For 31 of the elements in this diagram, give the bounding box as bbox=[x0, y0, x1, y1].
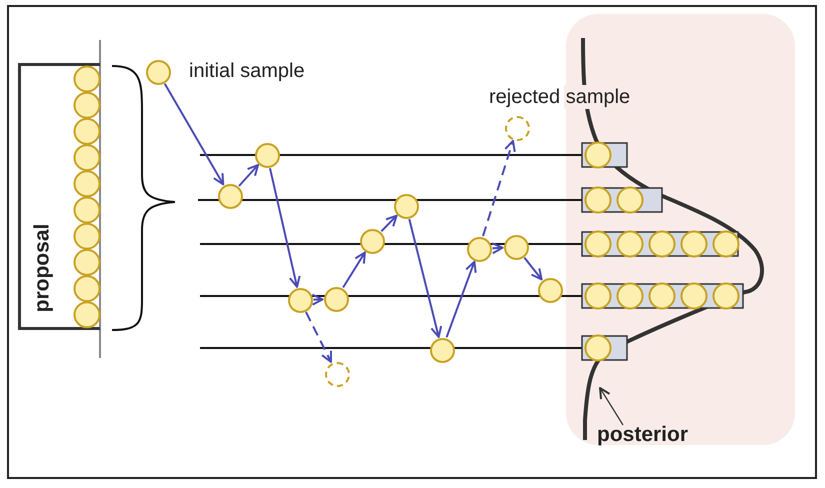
sample-label: rejected sample bbox=[487, 85, 632, 109]
move-arrow bbox=[269, 168, 301, 288]
sample-circle bbox=[218, 184, 242, 208]
sample-label: initial sample bbox=[188, 59, 306, 83]
move-arrow bbox=[491, 242, 504, 254]
axis-label: proposal bbox=[30, 224, 54, 312]
proposal-box bbox=[18, 63, 100, 330]
leader-line bbox=[599, 387, 624, 426]
sample-circle bbox=[504, 234, 528, 260]
move-arrow bbox=[524, 256, 543, 280]
move-arrow bbox=[380, 214, 398, 232]
sample-circle bbox=[324, 286, 348, 312]
sample-circle bbox=[360, 228, 384, 254]
rejected-move-arrow bbox=[305, 312, 332, 363]
rejected-sample-circle bbox=[324, 362, 350, 386]
sample-circle bbox=[466, 236, 492, 262]
move-arrow bbox=[446, 260, 477, 338]
sample-circle bbox=[288, 288, 312, 312]
move-arrow bbox=[238, 164, 259, 187]
sample-circle bbox=[430, 338, 454, 362]
sample-circle bbox=[146, 60, 170, 84]
rejected-move-arrow bbox=[482, 140, 516, 236]
move-arrow bbox=[408, 218, 442, 338]
sample-circle bbox=[394, 194, 418, 218]
move-arrow bbox=[164, 83, 224, 186]
sample-circle bbox=[538, 278, 562, 302]
move-arrow bbox=[311, 294, 324, 306]
rejected-sample-circle bbox=[504, 116, 530, 140]
move-arrow bbox=[342, 252, 366, 288]
sample-circle bbox=[254, 142, 280, 168]
curve-label: posterior bbox=[597, 423, 688, 447]
